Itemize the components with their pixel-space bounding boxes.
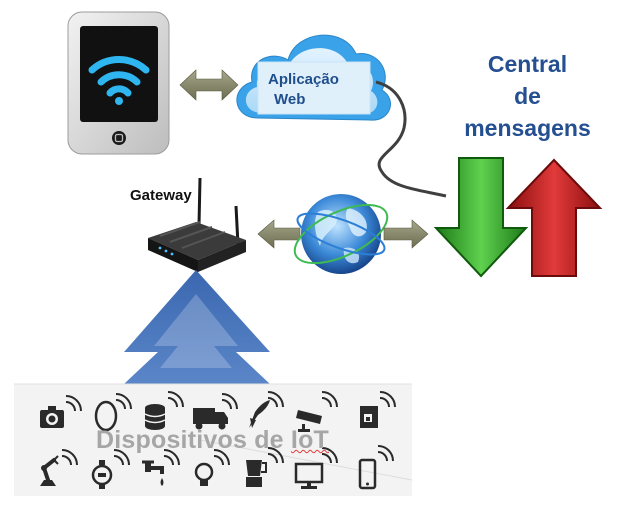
monitor-icon [294,447,338,489]
smartwatch-icon [91,449,130,489]
message-broker-line3: mensagens [464,115,591,141]
cable-line [375,80,447,198]
devices-panel [14,383,413,496]
rocket-icon [249,391,284,428]
devices-title: Dispositivos de IoT [96,426,329,455]
cloud-icon [236,34,392,121]
message-broker-label: Central de mensagens [440,48,615,144]
bidirectional-arrow-icon [179,69,239,101]
arrow-up-icon [505,158,603,277]
devices-title-iot: IoT [290,426,330,454]
left-arrow-icon [257,219,301,249]
right-arrow-icon [383,219,429,249]
blender-icon [246,447,284,487]
cloud-app-label-line1: Aplicação [268,71,339,88]
message-broker-line2: de [514,83,541,109]
devices-title-text: Dispositivos de [96,426,291,454]
smartphone-icon [67,11,170,155]
database-icon [144,391,184,430]
camera-icon [40,395,82,428]
truck-icon [193,393,238,430]
security-camera-icon [296,391,338,432]
message-broker-line1: Central [487,51,568,77]
smartphone-small-icon [358,445,394,490]
faucet-icon [142,449,180,486]
watch-icon [94,393,132,432]
coffee-machine-icon [360,391,396,428]
light-bulb-icon [194,449,230,486]
cloud-app-label: Aplicação Web [268,70,378,110]
robot-arm-icon [40,449,78,486]
arrow-down-icon [433,157,529,278]
cloud-app-label-line2: Web [274,91,306,108]
router-icon [148,177,246,272]
globe-icon [293,194,389,274]
wifi-icon [88,56,150,105]
gateway-label: Gateway [130,187,192,204]
upload-arrow-icon [124,270,270,384]
